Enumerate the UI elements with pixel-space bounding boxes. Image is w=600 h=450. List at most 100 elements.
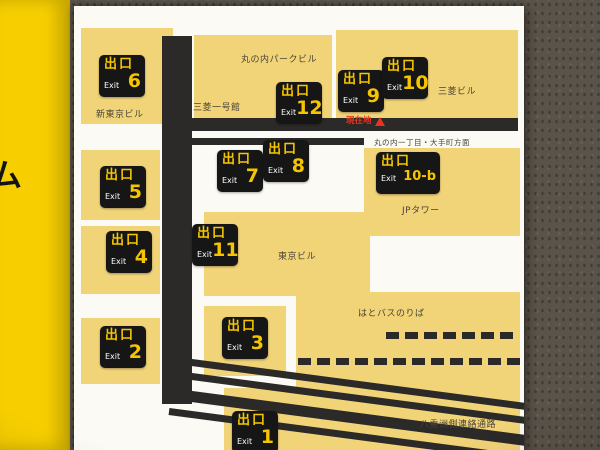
exit-number: 7 xyxy=(245,165,259,187)
building-label: 丸の内一丁目・大手町方面 xyxy=(374,138,470,147)
exit-sign-en-label: Exit xyxy=(387,83,403,92)
exit-number: 12 xyxy=(296,97,323,119)
bus-stop-dash xyxy=(386,332,399,339)
exit-number: 1 xyxy=(260,426,274,448)
bus-stop-dash xyxy=(450,358,463,365)
exit-sign-en-label: Exit xyxy=(111,257,127,266)
building-label: 新東京ビル xyxy=(96,110,144,120)
bus-stop-dash xyxy=(424,332,437,339)
exit-sign-row: Exit 2 xyxy=(105,343,142,362)
exit-sign-jp-label: 出口 xyxy=(105,168,136,183)
building-label: はとバスのりば xyxy=(358,309,425,319)
exit-sign-row: Exit 3 xyxy=(227,334,264,353)
exit-sign-row: Exit 5 xyxy=(105,183,142,202)
exit-sign-jp-label: 出口 xyxy=(381,154,412,169)
exit-sign-1: 出口 Exit 1 xyxy=(232,411,278,450)
exit-sign-jp-label: 出口 xyxy=(111,233,142,248)
exit-sign-row: Exit 6 xyxy=(104,72,141,91)
bus-stop-dash xyxy=(500,332,513,339)
exit-sign-en-label: Exit xyxy=(105,192,121,201)
bus-stop-dash xyxy=(412,358,425,365)
exit-number: 2 xyxy=(128,341,142,363)
bus-stop-dash xyxy=(393,358,406,365)
bus-stop-dash xyxy=(431,358,444,365)
exit-sign-10-b: 出口 Exit 10-b xyxy=(376,152,440,194)
exit-sign-en-label: Exit xyxy=(104,81,120,90)
exit-sign-jp-label: 出口 xyxy=(343,72,374,87)
exit-number: 10-b xyxy=(403,169,436,184)
bus-stop-dash xyxy=(462,332,475,339)
exit-sign-en-label: Exit xyxy=(281,108,297,117)
current-location-marker: 現在地 xyxy=(346,116,385,126)
exit-sign-jp-label: 出口 xyxy=(268,142,299,157)
bus-stop-dash xyxy=(298,358,311,365)
exit-number: 4 xyxy=(134,246,148,268)
underground-passage-vertical xyxy=(162,36,192,404)
bus-stop-dash xyxy=(507,358,520,365)
exit-sign-row: Exit 8 xyxy=(268,157,305,176)
building-label: 丸の内パークビル xyxy=(241,55,318,65)
bus-stop-dash xyxy=(336,358,349,365)
street-horizontal-main xyxy=(192,118,518,131)
bus-stop-row xyxy=(386,332,519,339)
exit-sign-en-label: Exit xyxy=(381,174,397,183)
exit-sign-jp-label: 出口 xyxy=(105,328,136,343)
bus-stop-dash xyxy=(443,332,456,339)
exit-number: 8 xyxy=(291,155,305,177)
exit-sign-jp-label: 出口 xyxy=(197,226,228,241)
exit-number: 6 xyxy=(127,70,141,92)
exit-sign-jp-label: 出口 xyxy=(227,319,258,334)
building-label: 三菱一号館 xyxy=(193,103,241,113)
exit-sign-en-label: Exit xyxy=(227,343,243,352)
building-label: 三菱ビル xyxy=(438,87,477,97)
exit-number: 9 xyxy=(366,85,380,107)
bus-stop-dash xyxy=(488,358,501,365)
bus-stop-dash xyxy=(355,358,368,365)
bus-stop-dash xyxy=(374,358,387,365)
exit-sign-en-label: Exit xyxy=(268,166,284,175)
bus-stop-dash xyxy=(469,358,482,365)
bus-stop-dash xyxy=(481,332,494,339)
exit-sign-row: Exit 10-b xyxy=(381,169,436,184)
yellow-sign-frame: ム xyxy=(0,0,70,450)
exit-sign-3: 出口 Exit 3 xyxy=(222,317,268,359)
exit-sign-8: 出口 Exit 8 xyxy=(263,140,309,182)
exit-sign-jp-label: 出口 xyxy=(104,57,135,72)
exit-number: 5 xyxy=(128,181,142,203)
exit-sign-jp-label: 出口 xyxy=(222,152,253,167)
bus-stop-dash xyxy=(405,332,418,339)
exit-sign-row: Exit 7 xyxy=(222,167,259,186)
building-label: 東京ビル xyxy=(278,252,317,262)
exit-sign-jp-label: 出口 xyxy=(387,59,418,74)
bus-stop-row xyxy=(298,358,524,365)
exit-sign-row: Exit 1 xyxy=(237,428,274,447)
bus-stop-dash xyxy=(317,358,330,365)
exit-sign-en-label: Exit xyxy=(197,250,213,259)
exit-sign-en-label: Exit xyxy=(105,352,121,361)
exit-sign-2: 出口 Exit 2 xyxy=(100,326,146,368)
exit-sign-row: Exit 4 xyxy=(111,248,148,267)
current-location-label: 現在地 xyxy=(346,116,372,126)
current-location-arrow-icon xyxy=(374,117,385,126)
exit-sign-en-label: Exit xyxy=(237,437,253,446)
exit-sign-jp-label: 出口 xyxy=(281,84,312,99)
exit-number: 11 xyxy=(212,239,239,261)
exit-number: 10 xyxy=(402,72,429,94)
exit-sign-7: 出口 Exit 7 xyxy=(217,150,263,192)
building-label: 八重洲側連絡通路 xyxy=(420,420,497,430)
exit-sign-en-label: Exit xyxy=(222,176,238,185)
exit-sign-6: 出口 Exit 6 xyxy=(99,55,145,97)
exit-number: 3 xyxy=(250,332,264,354)
exit-sign-5: 出口 Exit 5 xyxy=(100,166,146,208)
exit-sign-jp-label: 出口 xyxy=(237,413,268,428)
